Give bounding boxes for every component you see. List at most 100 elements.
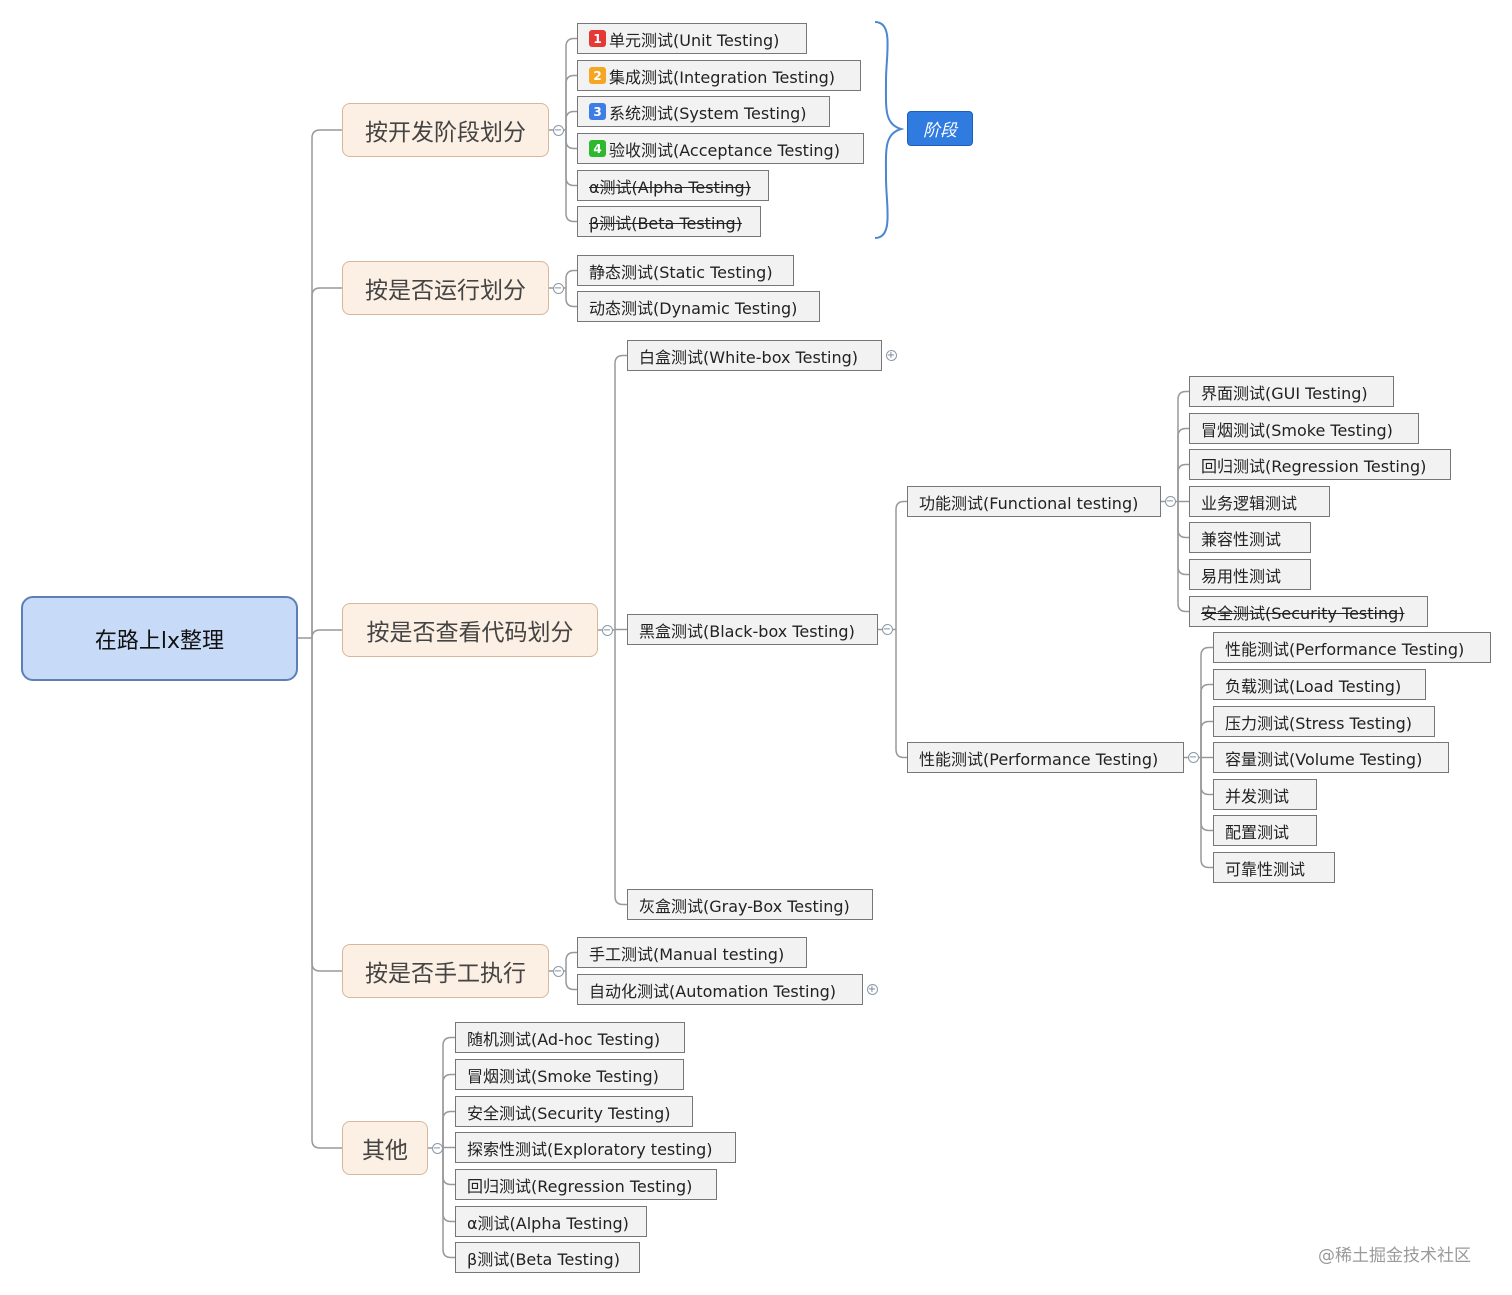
connector: [565, 269, 577, 288]
connector: [442, 1110, 455, 1148]
topic-node[interactable]: 静态测试(Static Testing): [577, 255, 794, 286]
expand-toggle-icon[interactable]: +: [885, 350, 897, 361]
branch-topic[interactable]: 按是否运行划分: [342, 261, 549, 315]
topic-node[interactable]: 安全测试(Security Testing): [455, 1096, 693, 1127]
topic-node[interactable]: 随机测试(Ad-hoc Testing): [455, 1022, 685, 1053]
collapse-toggle-icon[interactable]: −: [552, 282, 564, 294]
topic-node[interactable]: 安全测试(Security Testing): [1189, 596, 1428, 627]
topic-label: 并发测试: [1225, 786, 1290, 806]
collapse-toggle-icon[interactable]: −: [1164, 496, 1176, 507]
connector: [565, 110, 577, 130]
priority-badge-icon: 2: [589, 67, 606, 84]
stage-label[interactable]: 阶段: [907, 111, 973, 146]
topic-node[interactable]: 冒烟测试(Smoke Testing): [455, 1059, 684, 1090]
topic-label: α测试(Alpha Testing): [589, 177, 751, 197]
branch-topic[interactable]: 按是否查看代码划分: [342, 603, 598, 657]
connector: [565, 971, 577, 991]
topic-node[interactable]: 性能测试(Performance Testing): [1213, 632, 1491, 663]
branch-topic[interactable]: 按是否手工执行: [342, 944, 549, 998]
topic-label: 易用性测试: [1201, 566, 1282, 586]
branch-topic-label: 其他: [362, 1138, 408, 1164]
connector: [1200, 683, 1213, 758]
topic-label: 自动化测试(Automation Testing): [589, 981, 837, 1001]
branch-topic[interactable]: 其他: [342, 1121, 428, 1175]
topic-node[interactable]: 回归测试(Regression Testing): [1189, 449, 1451, 480]
connector: [1200, 720, 1213, 758]
topic-node[interactable]: 可靠性测试: [1213, 852, 1335, 883]
topic-label: β测试(Beta Testing): [589, 213, 742, 233]
connector: [565, 74, 577, 130]
collapse-toggle-icon[interactable]: −: [431, 1142, 443, 1154]
topic-node[interactable]: 黑盒测试(Black-box Testing): [627, 614, 878, 645]
connector: [895, 500, 907, 630]
connector: [311, 638, 342, 1149]
topic-node[interactable]: 白盒测试(White-box Testing): [627, 340, 882, 371]
topic-label: 随机测试(Ad-hoc Testing): [467, 1029, 661, 1049]
connector: [614, 354, 627, 630]
topic-label: 探索性测试(Exploratory testing): [467, 1139, 713, 1159]
topic-node[interactable]: β测试(Beta Testing): [577, 206, 761, 237]
topic-node[interactable]: 业务逻辑测试: [1189, 486, 1330, 517]
watermark: @稀土掘金技术社区: [1318, 1241, 1471, 1266]
watermark-text: @稀土掘金技术社区: [1318, 1246, 1471, 1266]
topic-label: 可靠性测试: [1225, 859, 1306, 879]
connector: [1200, 646, 1213, 758]
topic-node[interactable]: 功能测试(Functional testing): [907, 486, 1161, 517]
topic-label: 动态测试(Dynamic Testing): [589, 298, 798, 318]
topic-label: 压力测试(Stress Testing): [1225, 713, 1412, 733]
topic-label: 单元测试(Unit Testing): [609, 30, 780, 50]
connector: [1177, 501, 1189, 576]
topic-label: 兼容性测试: [1201, 529, 1282, 549]
topic-node[interactable]: 并发测试: [1213, 779, 1317, 810]
topic-label: 白盒测试(White-box Testing): [639, 347, 859, 367]
branch-topic[interactable]: 按开发阶段划分: [342, 103, 549, 157]
topic-node[interactable]: 兼容性测试: [1189, 522, 1311, 553]
topic-node[interactable]: 易用性测试: [1189, 559, 1311, 590]
connector: [1177, 463, 1189, 502]
topic-node[interactable]: 压力测试(Stress Testing): [1213, 706, 1435, 737]
topic-node[interactable]: α测试(Alpha Testing): [577, 170, 769, 201]
topic-node[interactable]: 负载测试(Load Testing): [1213, 669, 1426, 700]
topic-node[interactable]: 动态测试(Dynamic Testing): [577, 291, 820, 322]
topic-node[interactable]: 手工测试(Manual testing): [577, 937, 807, 968]
branch-topic-label: 按是否手工执行: [365, 961, 526, 987]
topic-label: 回归测试(Regression Testing): [467, 1176, 693, 1196]
connector: [1200, 757, 1213, 832]
collapse-toggle-icon[interactable]: −: [601, 624, 613, 636]
connector: [565, 288, 577, 308]
topic-node[interactable]: 容量测试(Volume Testing): [1213, 742, 1449, 773]
connector: [442, 1148, 455, 1223]
topic-node[interactable]: 配置测试: [1213, 815, 1317, 846]
connector: [565, 130, 577, 150]
collapse-toggle-icon[interactable]: −: [552, 124, 564, 136]
connector: [565, 37, 577, 130]
connector: [1177, 427, 1189, 502]
topic-node[interactable]: 界面测试(GUI Testing): [1189, 376, 1394, 407]
topic-label: β测试(Beta Testing): [467, 1249, 620, 1269]
topic-label: 性能测试(Performance Testing): [1225, 639, 1465, 659]
connector: [311, 638, 342, 972]
collapse-toggle-icon[interactable]: −: [881, 624, 893, 635]
topic-node[interactable]: 自动化测试(Automation Testing): [577, 974, 863, 1005]
branch-topic-label: 按是否运行划分: [365, 278, 526, 304]
topic-node[interactable]: 探索性测试(Exploratory testing): [455, 1132, 736, 1163]
topic-node[interactable]: 回归测试(Regression Testing): [455, 1169, 717, 1200]
connector: [1177, 501, 1189, 613]
collapse-toggle-icon[interactable]: −: [1187, 752, 1199, 763]
topic-node[interactable]: 冒烟测试(Smoke Testing): [1189, 413, 1419, 444]
collapse-toggle-icon[interactable]: −: [552, 965, 564, 977]
connector: [1177, 390, 1189, 502]
topic-label: 负载测试(Load Testing): [1225, 676, 1402, 696]
expand-toggle-icon[interactable]: +: [866, 984, 878, 995]
topic-node[interactable]: α测试(Alpha Testing): [455, 1206, 647, 1237]
topic-label: 安全测试(Security Testing): [1201, 603, 1405, 623]
topic-node[interactable]: 性能测试(Performance Testing): [907, 742, 1184, 773]
topic-label: 容量测试(Volume Testing): [1225, 749, 1423, 769]
root-topic[interactable]: 在路上lx整理: [21, 596, 298, 681]
topic-node[interactable]: β测试(Beta Testing): [455, 1242, 640, 1273]
topic-node[interactable]: 灰盒测试(Gray-Box Testing): [627, 889, 873, 920]
